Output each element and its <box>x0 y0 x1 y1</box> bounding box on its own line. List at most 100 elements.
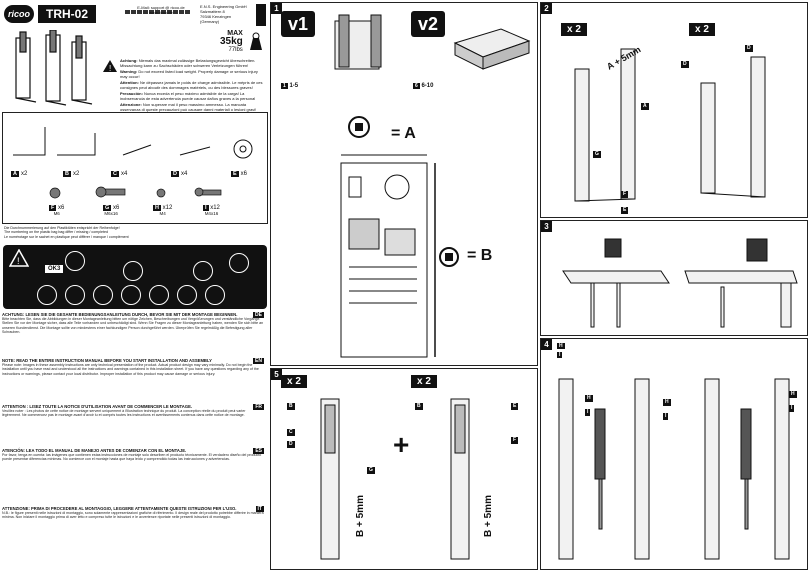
legend-line: Die Durchnummerierung auf den Plastiktüt… <box>4 226 120 230</box>
variant-v2: v2 <box>411 11 445 37</box>
step-4-panel: 4 H I H I H I H <box>540 338 808 570</box>
brand-logo: ricoo <box>4 5 34 23</box>
product-illustration <box>15 30 93 106</box>
instructions-body: Please note: Images in these assembly in… <box>2 363 259 376</box>
v1-range: 1 1-5 <box>281 83 299 89</box>
prohibited-icon <box>149 285 169 305</box>
model-name: TRH-02 <box>38 5 96 23</box>
bracket-extension-right <box>700 56 766 198</box>
prohibited-icon <box>37 285 57 305</box>
instructions-title: ATTENZIONE: PRIMA DI PROCEDERE AL MONTAG… <box>2 506 237 511</box>
bag-legend: Die Durchnummerierung auf den Plastiktüt… <box>4 226 266 239</box>
bracket-assembly-right <box>450 398 470 560</box>
tag-h: H <box>663 399 671 406</box>
desk-front-illustration <box>684 238 798 328</box>
quantity-badge: x 2 <box>689 23 715 36</box>
prohibited-icon <box>65 285 85 305</box>
bracket-assembly-left <box>320 398 340 560</box>
weight-icon <box>250 32 262 50</box>
tag-f: F <box>511 437 519 444</box>
pc-tower-drawing <box>340 154 436 358</box>
prohibited-icon <box>121 285 141 305</box>
instructions-fr: ATTENTION : LISEZ TOUTE LA NOTICE D'UTIL… <box>2 404 264 418</box>
language-flag: ES <box>253 448 264 454</box>
measure-a-label: = A <box>391 125 416 142</box>
instructions-body: Veuillez noter : Les photos de cette not… <box>2 409 246 418</box>
tag-f: F <box>621 191 629 198</box>
tag-b: B <box>415 403 423 410</box>
prohibited-icon <box>93 285 113 305</box>
warning-fr: Attention: Ne dépassez jamais le poids d… <box>120 80 263 90</box>
dimension-label: B + 5mm <box>355 495 366 537</box>
check-icon <box>65 251 85 271</box>
max-load: MAX 35kg 77lbs <box>220 30 243 53</box>
tape-measure-icon <box>348 116 370 138</box>
dimension-label: B + 5mm <box>483 495 494 537</box>
step-number: 2 <box>541 3 552 14</box>
tape-measure-icon <box>439 247 459 267</box>
pc-vertical-illustration <box>334 14 382 70</box>
instructions-body: Bitte beachten Sie, dass die Abbildungen… <box>2 317 264 334</box>
step-number: 5 <box>271 369 282 380</box>
column-right: 2 x 2 x 2 A + 5mm D D A G F E <box>540 0 808 571</box>
tag-i: I <box>585 409 591 416</box>
svg-text:!: ! <box>109 64 111 72</box>
quantity-badge: x 2 <box>411 375 437 388</box>
quantity-badge: x 2 <box>281 375 307 388</box>
company-line: 79346 Kenzingen <box>200 14 232 19</box>
tag-h: H <box>585 395 593 402</box>
contact-email: E-Mail: support @ ricoo.de <box>137 5 185 10</box>
tag-a: A <box>641 103 649 110</box>
step-number: 1 <box>271 3 282 14</box>
language-flag: IT <box>255 506 264 512</box>
step-2-panel: 2 x 2 x 2 A + 5mm D D A G F E <box>540 2 808 218</box>
screw-drawings <box>49 186 222 199</box>
language-flag: FR <box>253 404 264 410</box>
tag-d: D <box>287 441 295 448</box>
tag-c: C <box>287 429 295 436</box>
legend-line: The numbering on the plastic bag bag dif… <box>4 230 109 235</box>
warning-es: Precaución: Nunca exceda el peso máximo … <box>120 91 256 101</box>
step-number: 4 <box>541 339 552 350</box>
instructions-body: Por favor, tenga en cuenta: las imágenes… <box>2 453 262 462</box>
tips-band: ! OK3 <box>3 245 267 309</box>
company-line: Salzmattern 8 <box>200 9 225 14</box>
measure-b-label: = B <box>467 247 493 264</box>
instructions-de: ACHTUNG: LESEN SIE DIE GESAMTE BEDIENUNG… <box>2 312 264 334</box>
tag-e: E <box>511 403 519 410</box>
screwdriver-icon <box>229 253 249 273</box>
warning-en: Warning: Do not exceed listed load weigh… <box>120 69 258 79</box>
tag-g: G <box>593 151 601 158</box>
bracket-extension-left <box>574 48 636 202</box>
quantity-badge: x 2 <box>561 23 587 36</box>
language-flag: DE <box>253 312 264 318</box>
instructions-body: N.B.: le figure presenti nelle istruzion… <box>2 511 264 520</box>
max-label: MAX <box>227 30 243 37</box>
v2-range: 6 6-10 <box>413 83 434 89</box>
max-lbs: 77lbs <box>228 47 243 53</box>
pc-horizontal-illustration <box>453 28 531 70</box>
column-middle: 1 v1 v2 1 1-5 6 6-10 = A = B <box>270 0 538 571</box>
step-3-panel: 3 <box>540 220 808 336</box>
prohibited-icon <box>177 285 197 305</box>
instructions-title: ATENCIÓN: LEA TODO EL MANUAL DE MANEJO A… <box>2 448 187 453</box>
tag-i: I <box>789 405 795 412</box>
step-4-parts: H I <box>557 343 565 358</box>
instructions-en: NOTE: READ THE ENTIRE INSTRUCTION MANUAL… <box>2 358 264 376</box>
prohibited-icon <box>205 285 225 305</box>
tool-icon <box>193 261 213 281</box>
parts-drawings <box>13 127 253 159</box>
tag-d: D <box>745 45 753 52</box>
tag-d: D <box>681 61 689 68</box>
instructions-title: NOTE: READ THE ENTIRE INSTRUCTION MANUAL… <box>2 358 212 363</box>
instructions-es: ATENCIÓN: LEA TODO EL MANUAL DE MANEJO A… <box>2 448 264 462</box>
warning-list: Achtung: Niemals das maximal zulässige B… <box>120 58 266 113</box>
